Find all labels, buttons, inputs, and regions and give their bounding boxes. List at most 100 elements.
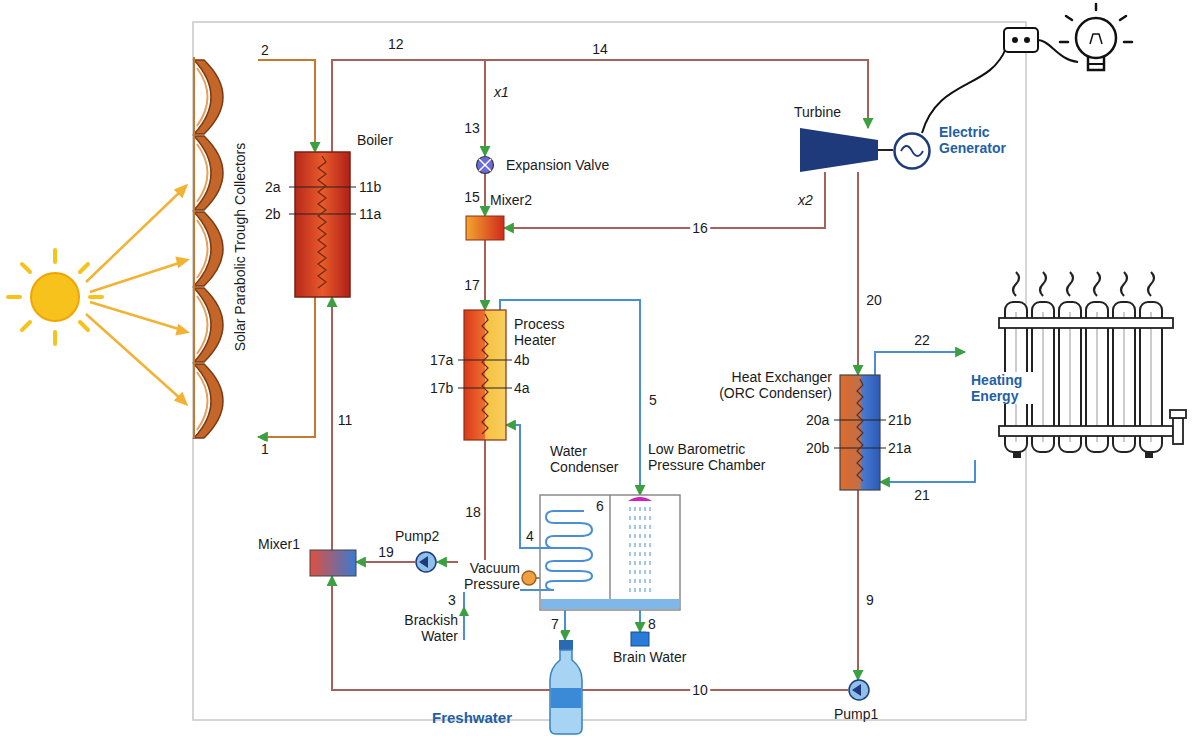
component-label: Mixer1 [258, 536, 300, 552]
path-shape [197, 220, 208, 278]
stream-number: 5 [647, 393, 659, 408]
annotation-label: x2 [798, 192, 813, 208]
polygon-shape [177, 258, 187, 266]
stream-number: 17 [462, 278, 482, 293]
line-shape [22, 322, 30, 330]
line-shape [1060, 41, 1068, 44]
rect-shape [1145, 452, 1153, 458]
component-graphic [965, 268, 1190, 460]
stream-number: 20 [864, 293, 884, 308]
path-shape [1067, 272, 1073, 296]
path-shape [1038, 40, 1078, 62]
port-label: 17b [430, 380, 453, 396]
component-node: Boiler2a11b2b11a [295, 152, 350, 297]
line-shape [53, 332, 57, 344]
flow-line [857, 490, 859, 680]
flow-line [639, 610, 641, 632]
path-shape [194, 364, 223, 438]
line-shape [479, 159, 491, 171]
component-label: Heat Exchanger (ORC Condenser) [708, 369, 832, 401]
line-shape [1066, 16, 1072, 20]
component-graphic [631, 632, 649, 646]
path-shape [464, 590, 540, 640]
rect-shape [999, 318, 1173, 328]
component-label: Turbine [794, 104, 841, 120]
rect-shape [295, 152, 350, 297]
stream-number: 8 [646, 617, 658, 632]
flow-line [484, 240, 486, 310]
circle-shape [477, 157, 494, 174]
circle-shape [849, 680, 869, 700]
rect-shape [551, 688, 581, 708]
flow-line [331, 297, 333, 550]
component-node: Pump2 [415, 552, 437, 572]
path-shape [197, 144, 208, 202]
rect-shape [464, 310, 506, 440]
path-shape [197, 68, 208, 126]
port-label: 11a [359, 206, 381, 222]
line-shape [1095, 4, 1098, 10]
component-node: Pump1 [848, 680, 870, 700]
stream-number: 15 [462, 190, 482, 205]
g-shape [8, 250, 102, 344]
line-shape [1088, 63, 1104, 65]
annotation-label: 12 [388, 36, 404, 52]
g-shape [8, 250, 102, 344]
component-label: Pump1 [834, 706, 878, 722]
component-label: Solar Parabolic Trough Collectors [232, 143, 248, 352]
rect-shape [840, 375, 880, 490]
component-graphic [310, 550, 356, 576]
rect-shape [1173, 418, 1183, 444]
stream-number: 13 [462, 121, 482, 136]
path-shape [540, 548, 592, 590]
line-shape [630, 507, 631, 593]
component-label: Freshwater [432, 710, 512, 726]
stream-number: 18 [463, 505, 483, 520]
flow-line [356, 561, 415, 563]
line-shape [1124, 312, 1125, 442]
circle-shape [522, 571, 536, 585]
path-shape [194, 60, 223, 134]
flow-line [437, 440, 485, 562]
flow-line [875, 352, 965, 375]
line-shape [90, 262, 182, 292]
port-label: 11b [359, 179, 381, 195]
component-node: Heating Energy [965, 268, 1190, 460]
annotation-label: Vacuum Pressure [458, 560, 520, 592]
component-graphic [415, 552, 437, 572]
line-shape [1043, 312, 1044, 442]
rect-shape [540, 495, 680, 610]
circle-shape [416, 552, 436, 572]
rect-shape [541, 599, 679, 609]
polygon-shape [176, 186, 186, 196]
component-graphic [295, 152, 350, 297]
component-graphic [800, 128, 878, 172]
component-node: Process Heater17a4b17b4a [464, 310, 506, 440]
component-node: Expansion Valve [476, 156, 494, 174]
component-graphic [540, 495, 680, 610]
path-shape [1090, 34, 1102, 44]
rect-shape [999, 426, 1173, 436]
path-shape [197, 296, 208, 354]
path-shape [1148, 272, 1154, 296]
rect-shape [466, 216, 504, 240]
component-label: Process Heater [514, 316, 578, 348]
rect-shape [310, 550, 356, 576]
polygon-shape [459, 606, 469, 616]
path-shape [1040, 272, 1046, 296]
component-graphic [464, 310, 506, 440]
path-shape [194, 136, 223, 210]
g-shape [1060, 4, 1132, 42]
flow-line [500, 300, 640, 495]
stream-number: 22 [912, 333, 932, 348]
stream-number: 14 [590, 42, 610, 57]
rect-shape [559, 640, 573, 650]
component-graphic [548, 640, 584, 734]
line-shape [1070, 312, 1071, 442]
line-shape [635, 507, 636, 593]
circle-shape [1024, 37, 1030, 43]
stream-number: 16 [690, 221, 710, 236]
line-shape [650, 507, 651, 593]
polygon-shape [852, 684, 861, 696]
line-shape [640, 507, 641, 593]
